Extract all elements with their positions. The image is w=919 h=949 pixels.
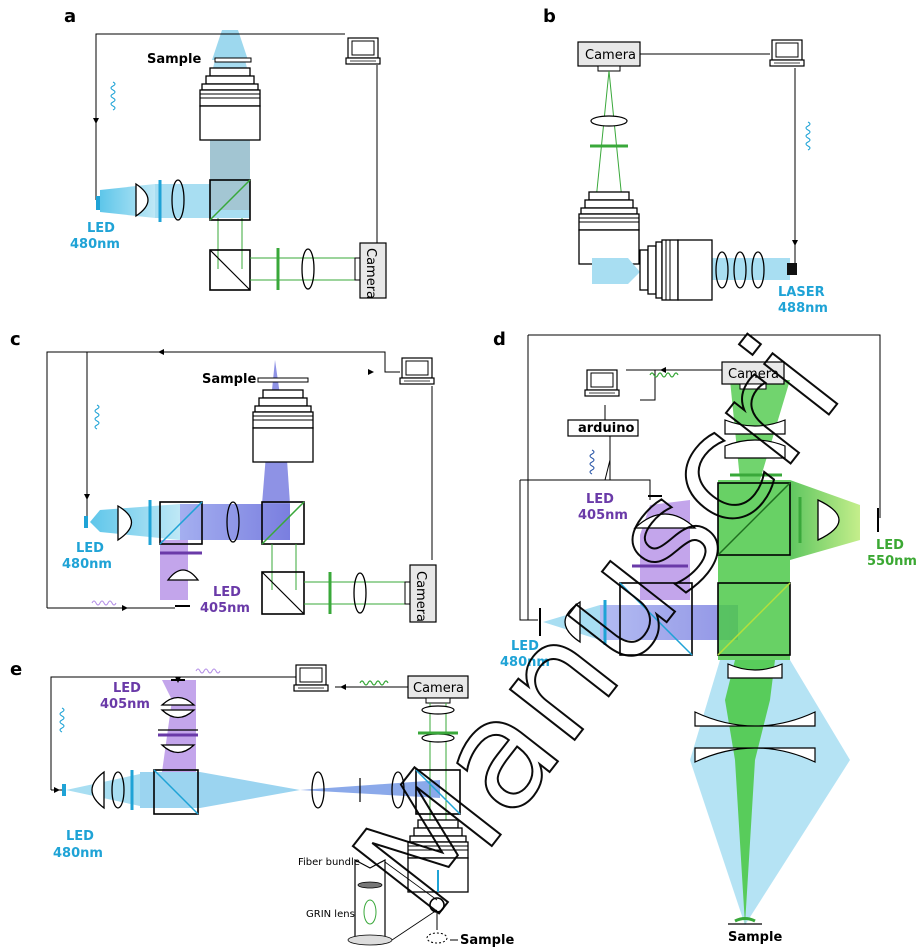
beam-splitter: [717, 582, 791, 656]
led-wavelength: 480nm: [500, 655, 550, 670]
computer-icon: [399, 357, 435, 385]
led-label: LED: [586, 492, 614, 507]
led-label: LED: [76, 541, 104, 556]
beam-splitter: [153, 769, 199, 815]
laser-label: LASER: [778, 285, 825, 300]
camera-label: Camera: [728, 367, 779, 382]
led-wavelength: 480nm: [62, 557, 112, 572]
wave-icon: [94, 404, 100, 430]
led-wavelength: 550nm: [867, 554, 917, 569]
mirror-cube: [261, 571, 305, 615]
panel-d-label: d: [493, 329, 506, 350]
sample-label: Sample: [460, 933, 514, 948]
camera-box: [577, 41, 641, 67]
panel-a: a LED 480nm Sample: [64, 6, 387, 299]
panel-e-label: e: [10, 659, 22, 680]
led-label: LED: [113, 681, 141, 696]
wave-icon: [649, 372, 679, 378]
wave-icon: [359, 680, 389, 686]
blue-beam: [592, 258, 640, 284]
camera-label: Camera: [413, 571, 428, 622]
laser-wavelength: 488nm: [778, 301, 828, 316]
camera-label: Camera: [413, 681, 464, 696]
wave-icon: [589, 449, 595, 475]
wave-icon: [110, 81, 116, 111]
led-label: LED: [511, 639, 539, 654]
led-label: LED: [213, 585, 241, 600]
led-emitter: [84, 516, 88, 528]
computer-icon: [584, 369, 620, 397]
beam-splitter: [619, 582, 693, 656]
computer-icon: [769, 39, 805, 67]
panel-b-label: b: [543, 6, 556, 27]
objective: [578, 191, 640, 265]
sample-label: Sample: [728, 930, 782, 945]
beam-splitter: [209, 179, 251, 221]
beam-splitter: [261, 501, 305, 545]
grin-lens-label: GRIN lens: [306, 909, 355, 920]
objective: [199, 67, 261, 141]
arduino-label: arduino: [578, 421, 634, 436]
wave-icon: [91, 600, 117, 606]
panel-d: d arduino Camera: [493, 329, 917, 945]
panel-c-label: c: [10, 329, 21, 350]
led-wavelength: 405nm: [200, 601, 250, 616]
beam-splitter: [717, 482, 791, 556]
led-wavelength: 405nm: [578, 508, 628, 523]
mirror-cube: [209, 249, 251, 291]
led-emitter: [96, 196, 100, 210]
wave-icon: [805, 121, 811, 151]
computer-icon: [293, 664, 329, 692]
led-wavelength: 480nm: [53, 846, 103, 861]
laser-emitter: [787, 263, 797, 275]
led-label: LED: [87, 221, 115, 236]
camera-box: [359, 242, 387, 299]
panel-e: e Camera: [10, 659, 514, 948]
arduino-box: [567, 419, 639, 437]
panel-a-label: a: [64, 6, 76, 27]
led-emitter: [62, 784, 66, 796]
objective: [252, 389, 314, 463]
sample-label: Sample: [202, 372, 256, 387]
led-wavelength: 405nm: [100, 697, 150, 712]
camera-label: Camera: [363, 248, 378, 299]
led-wavelength: 480nm: [70, 237, 120, 252]
camera-label: Camera: [585, 48, 636, 63]
computer-icon: [345, 37, 381, 65]
camera-box: [409, 564, 437, 623]
blue-beam: [90, 504, 180, 540]
led-label: LED: [66, 829, 94, 844]
beam-splitter: [159, 501, 203, 545]
sample-label: Sample: [147, 52, 201, 67]
wave-icon: [59, 707, 65, 733]
panel-c: c Sample: [10, 329, 437, 623]
led-label: LED: [876, 538, 904, 553]
beam-splitter: [415, 769, 461, 815]
panel-b: b Camera LASER 488nm: [543, 6, 828, 316]
wave-icon: [195, 668, 221, 674]
fiber-bundle-label: Fiber bundle: [298, 857, 360, 868]
control-wire: [95, 33, 345, 200]
sample-slide: [214, 57, 252, 63]
sample-slide: [257, 377, 309, 383]
